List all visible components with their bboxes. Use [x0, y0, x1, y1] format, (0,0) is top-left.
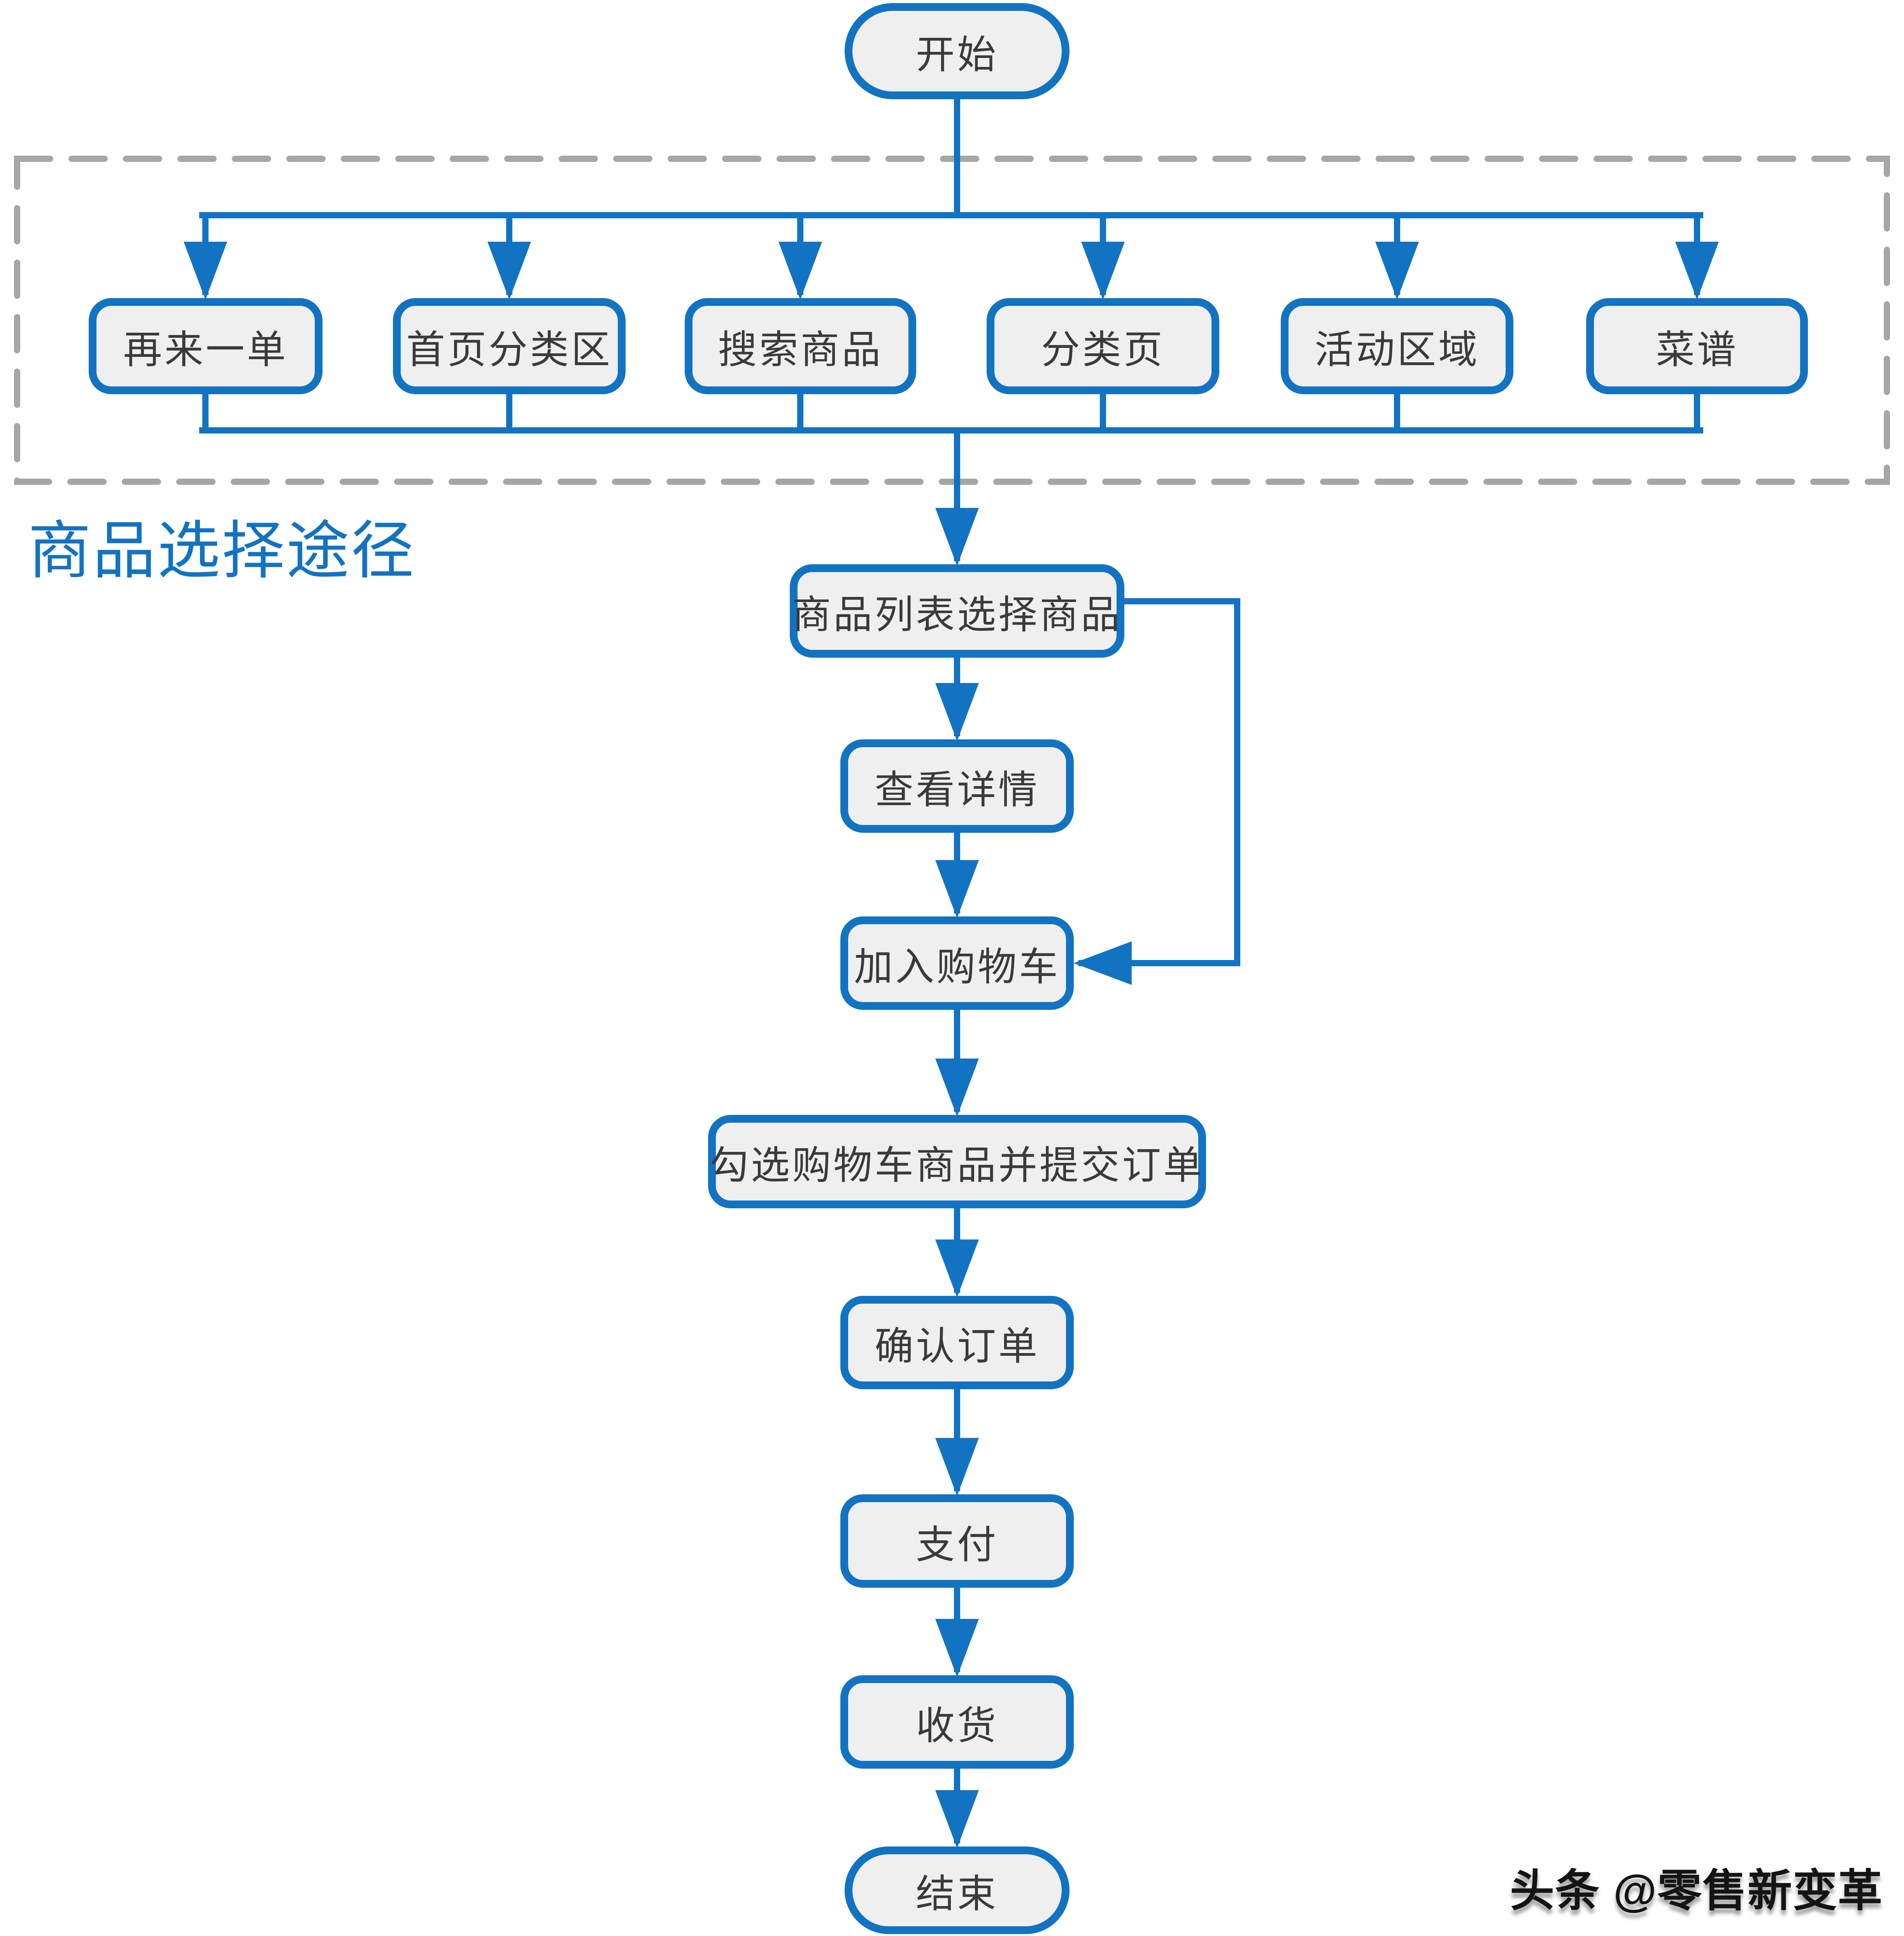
node-reorder: 再来一单 [89, 298, 323, 394]
node-recipe: 菜谱 [1586, 298, 1808, 394]
node-pay: 支付 [840, 1494, 1074, 1588]
watermark: 头条 @零售新变革 [1510, 1866, 1883, 1916]
arrow-loop-list-to-cart [1073, 598, 1240, 985]
node-end: 结束 [845, 1846, 1069, 1934]
node-confirm-order: 确认订单 [840, 1296, 1074, 1389]
node-select-from-list: 商品列表选择商品 [790, 564, 1124, 658]
selection-paths-group-border [14, 156, 1890, 485]
node-search-goods: 搜索商品 [685, 298, 916, 394]
node-start: 开始 [845, 3, 1069, 99]
node-add-to-cart: 加入购物车 [840, 916, 1074, 1010]
node-category-page: 分类页 [987, 298, 1219, 394]
node-home-category: 首页分类区 [393, 298, 626, 394]
node-submit-order: 勾选购物车商品并提交订单 [708, 1115, 1206, 1208]
node-receive-goods: 收货 [840, 1675, 1074, 1769]
node-view-details: 查看详情 [840, 739, 1074, 833]
node-activity-area: 活动区域 [1281, 298, 1513, 394]
label-selection-paths: 商品选择途径 [28, 516, 416, 586]
